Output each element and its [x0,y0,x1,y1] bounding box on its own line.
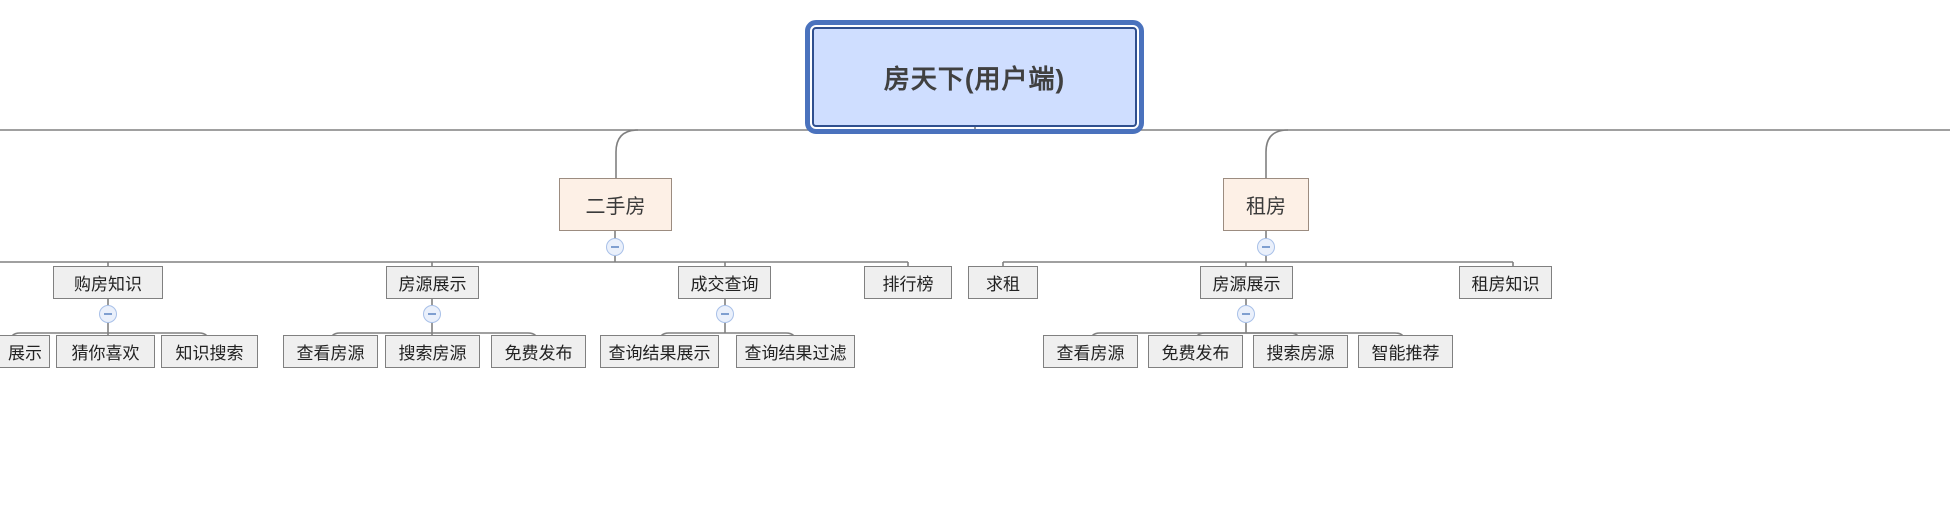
node-qiuzu[interactable]: 求租 [968,266,1038,299]
node-zufang-label: 租房 [1246,196,1286,218]
node-ershoufang-label: 二手房 [585,196,646,218]
leaf-mianfeifabu-zufang[interactable]: 免费发布 [1148,335,1243,368]
minus-glyph [1262,246,1270,248]
leaf-mianfeifabu-zufang-label: 免费发布 [1161,344,1230,363]
leaf-sousuofangyuan-ershoufang-label: 搜索房源 [398,344,467,363]
leaf-chakanfangyuan-zufang[interactable]: 查看房源 [1043,335,1138,368]
edge-bus-to-zufang [1265,129,1289,178]
leaf-zhishisousuo-label: 知识搜索 [175,344,244,363]
leaf-zhinengtuijian[interactable]: 智能推荐 [1358,335,1453,368]
collapse-minus-icon-fangyuanzhanshi-zufang[interactable] [1237,305,1255,323]
node-ershoufang[interactable]: 二手房 [559,178,672,231]
collapse-minus-icon-chengjiaochaxun[interactable] [716,305,734,323]
node-fangyuanzhanshi-zufang[interactable]: 房源展示 [1200,266,1293,299]
leaf-sousuofangyuan-zufang-label: 搜索房源 [1266,344,1335,363]
leaf-chakanfangyuan-zufang-label: 查看房源 [1056,344,1125,363]
leaf-chakanfangyuan-ershoufang[interactable]: 查看房源 [283,335,378,368]
node-fangyuanzhanshi-zufang-label: 房源展示 [1212,275,1281,294]
node-goufangzhishi-label: 购房知识 [74,275,142,294]
leaf-zhinengtuijian-label: 智能推荐 [1371,344,1440,363]
edge-bus-to-ershoufang-helper [615,130,625,178]
leaf-chaxunjieguozhanshi-label: 查询结果展示 [608,344,711,363]
node-paihangbang[interactable]: 排行榜 [864,266,952,299]
node-goufangzhishi[interactable]: 购房知识 [53,266,163,299]
node-zufangzhishi-label: 租房知识 [1471,275,1540,294]
leaf-chakanfangyuan-ershoufang-label: 查看房源 [296,344,365,363]
root-node[interactable]: 房天下(用户端) [805,20,1144,134]
minus-glyph [611,246,619,248]
collapse-minus-icon-goufangzhishi[interactable] [99,305,117,323]
leaf-cainixihuan-label: 猜你喜欢 [71,344,140,363]
leaf-zhanshi-label: 展示 [8,344,42,363]
leaf-chaxunjieguozhanshi[interactable]: 查询结果展示 [600,335,719,368]
leaf-mianfeifabu-ershoufang[interactable]: 免费发布 [491,335,586,368]
minus-glyph [104,313,112,315]
node-paihangbang-label: 排行榜 [882,275,934,294]
root-node-label: 房天下(用户端) [883,63,1066,94]
leaf-sousuofangyuan-ershoufang[interactable]: 搜索房源 [385,335,480,368]
leaf-mianfeifabu-ershoufang-label: 免费发布 [504,344,573,363]
node-zufang[interactable]: 租房 [1223,178,1309,231]
leaf-zhanshi[interactable]: 展示 [0,335,50,368]
leaf-chaxunjieguoguolv[interactable]: 查询结果过滤 [736,335,855,368]
leaf-chaxunjieguoguolv-label: 查询结果过滤 [744,344,847,363]
leaf-cainixihuan[interactable]: 猜你喜欢 [56,335,155,368]
node-chengjiaochaxun[interactable]: 成交查询 [678,266,771,299]
minus-glyph [1242,313,1250,315]
node-fangyuanzhanshi-ershoufang-label: 房源展示 [398,275,467,294]
collapse-minus-icon-ershoufang[interactable] [606,238,624,256]
leaf-zhishisousuo[interactable]: 知识搜索 [161,335,258,368]
edge-bus-to-ershoufang [615,129,639,178]
minus-glyph [721,313,729,315]
node-chengjiaochaxun-label: 成交查询 [690,275,759,294]
node-qiuzu-label: 求租 [986,275,1020,294]
minus-glyph [428,313,436,315]
leaf-sousuofangyuan-zufang[interactable]: 搜索房源 [1253,335,1348,368]
collapse-minus-icon-fangyuanzhanshi-ershoufang[interactable] [423,305,441,323]
node-zufangzhishi[interactable]: 租房知识 [1459,266,1552,299]
collapse-minus-icon-zufang[interactable] [1257,238,1275,256]
node-fangyuanzhanshi-ershoufang[interactable]: 房源展示 [386,266,479,299]
